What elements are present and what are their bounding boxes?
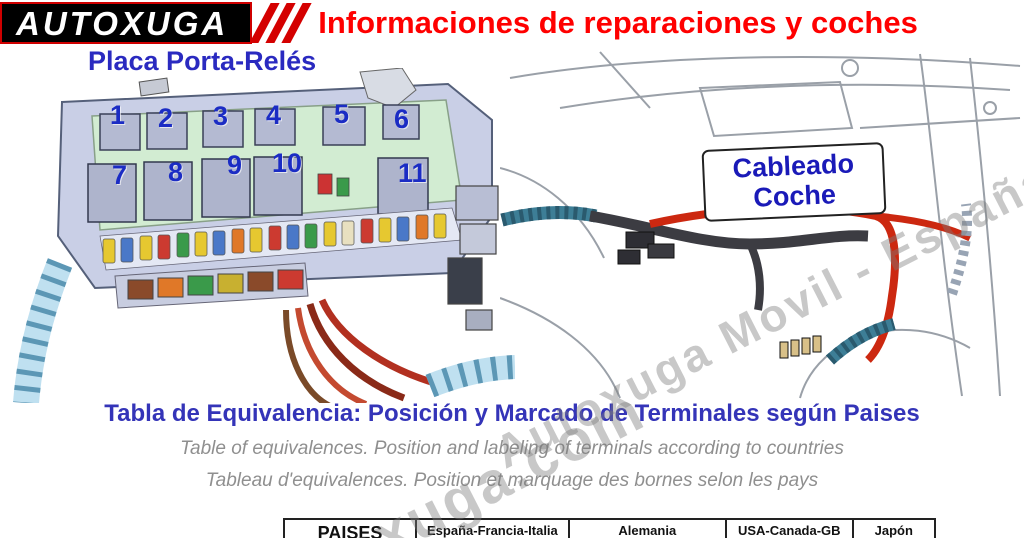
car-body-lines <box>500 51 1021 399</box>
relay-number-11: 11 <box>398 158 427 188</box>
wiring-label-line2: Coche <box>752 179 837 214</box>
table-header-espana-francia-italia: España-Francia-Italia <box>415 518 570 538</box>
relay-number-7: 7 <box>112 160 128 190</box>
relay-number-9: 9 <box>227 150 243 180</box>
relay-number-1: 1 <box>110 100 126 130</box>
relay-number-8: 8 <box>168 157 184 187</box>
header-bar: AUTOXUGA Informaciones de reparaciones y… <box>0 0 1024 46</box>
car-wiring-illustration <box>500 51 1021 399</box>
mini-fuses <box>317 173 350 197</box>
table-header-japon: Japón <box>851 518 936 538</box>
relay-number-3: 3 <box>213 101 229 131</box>
relay-row-bottom <box>87 156 429 223</box>
equivalence-subtitle-fr: Tableau d'equivalences. Position et marq… <box>205 470 819 491</box>
table-header-paises: PAISES <box>283 518 417 538</box>
maxi-fuses <box>114 262 309 309</box>
brand-stripes-icon <box>249 2 312 44</box>
fuse-strip <box>99 207 463 271</box>
relay-number-10: 10 <box>272 148 303 178</box>
table-header-usa-canada-gb: USA-Canada-GB <box>724 518 854 538</box>
side-connector <box>447 185 499 331</box>
relay-number-6: 6 <box>394 104 410 134</box>
wiring-label: Cableado Coche <box>701 142 887 223</box>
output-wires <box>283 298 439 403</box>
corrugated-tube-right <box>425 355 515 398</box>
page-title: Informaciones de reparaciones y coches <box>318 5 918 40</box>
table-header-row: PAISES España-Francia-Italia Alemania US… <box>283 518 936 538</box>
equivalence-table: PAISES España-Francia-Italia Alemania US… <box>283 518 936 538</box>
relay-number-2: 2 <box>158 103 174 133</box>
table-header-alemania: Alemania <box>567 518 727 538</box>
relay-plate-title: Placa Porta-Relés <box>88 46 317 76</box>
equivalence-title: Tabla de Equivalencia: Posición y Marcad… <box>104 400 920 427</box>
brand-text: AUTOXUGA <box>16 4 229 42</box>
relay-row-top <box>99 104 420 151</box>
brand-logo: AUTOXUGA <box>0 2 253 44</box>
relay-number-4: 4 <box>266 100 282 130</box>
corrugated-tube-left <box>13 258 73 403</box>
relay-board-illustration <box>13 68 515 403</box>
harness-connectors <box>617 231 822 359</box>
relay-number-5: 5 <box>334 99 350 129</box>
equivalence-subtitle-en: Table of equivalences. Position and labe… <box>180 438 844 459</box>
